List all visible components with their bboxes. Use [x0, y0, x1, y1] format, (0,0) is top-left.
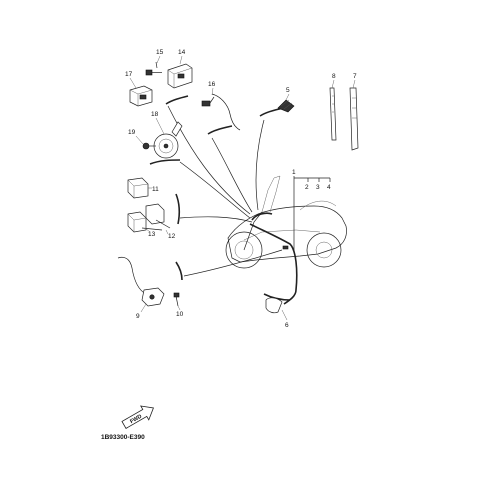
rear-wheel	[306, 232, 342, 268]
wire-end-6	[265, 297, 283, 314]
callout-13: 13	[148, 231, 156, 238]
bolt-10	[173, 292, 180, 307]
callout-12: 12	[168, 233, 176, 240]
callout-16: 16	[208, 81, 216, 88]
callout-4: 4	[327, 184, 331, 191]
callout-11: 11	[152, 186, 159, 193]
callout-3: 3	[316, 184, 320, 191]
callout-leaders	[129, 55, 356, 321]
sensor-9	[117, 256, 165, 307]
callout-7: 7	[353, 73, 357, 80]
grommet-5	[277, 99, 295, 113]
callout-9: 9	[136, 313, 140, 320]
callout-1: 1	[292, 169, 296, 176]
harness-connector	[282, 245, 289, 250]
callout-numbers: 1 2 3 4 5 6 7 8 9 10 11 12 13 14 15 16 1…	[125, 49, 357, 329]
wire-harness-6	[249, 223, 298, 305]
callout-group-1-4	[293, 176, 331, 252]
cable-tie-7	[349, 87, 359, 151]
sensor-lead-16	[201, 93, 241, 131]
relay-14	[167, 63, 193, 89]
callout-18: 18	[151, 111, 159, 118]
callout-15: 15	[156, 49, 164, 56]
fwd-arrow-icon: FWD	[121, 405, 154, 429]
callout-19: 19	[128, 129, 136, 136]
front-wheel	[225, 231, 263, 269]
horn-18	[153, 121, 183, 159]
screw-15	[145, 61, 162, 76]
leader-lines	[149, 95, 291, 301]
callout-6: 6	[285, 322, 289, 329]
diagram-code: 1B93300-E390	[101, 434, 145, 441]
switch-11	[127, 177, 149, 199]
fwd-label: FWD	[129, 414, 143, 425]
coupler-12-13	[127, 203, 171, 233]
callout-2: 2	[305, 184, 309, 191]
callout-10: 10	[176, 311, 184, 318]
cable-tie-8	[329, 87, 337, 141]
callout-17: 17	[125, 71, 133, 78]
wire-harness-branch	[251, 212, 273, 221]
callout-8: 8	[332, 73, 336, 80]
bolt-19	[142, 142, 156, 150]
callout-14: 14	[178, 49, 186, 56]
callout-5: 5	[286, 87, 290, 94]
relay-17	[129, 85, 153, 107]
